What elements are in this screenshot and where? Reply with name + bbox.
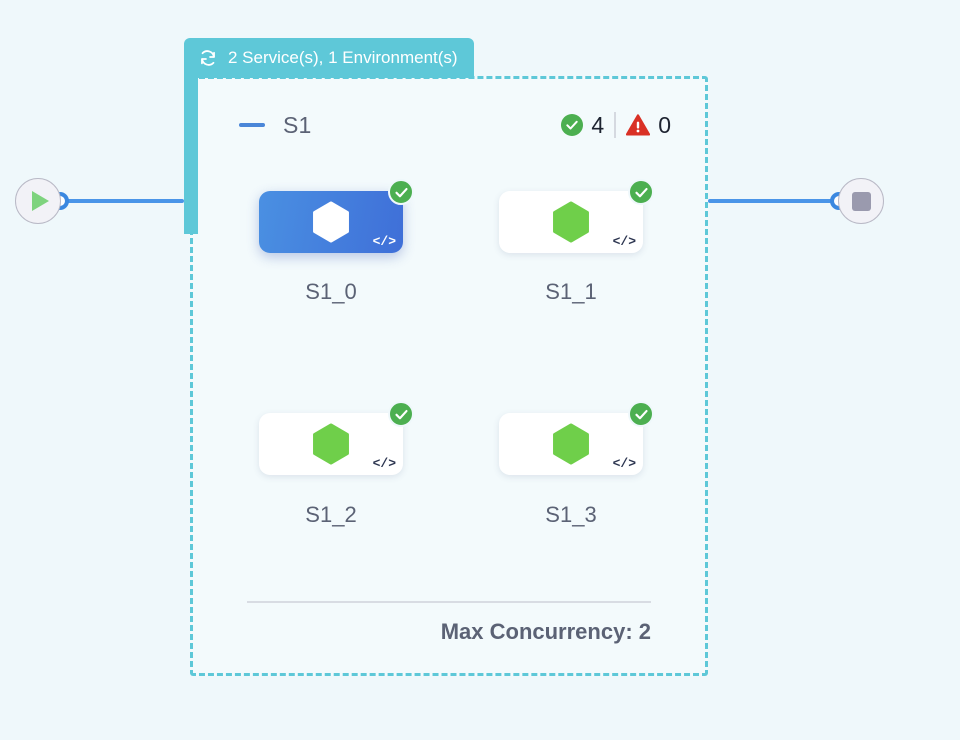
loop-icon: [201, 50, 215, 66]
hexagon-loop-icon: [313, 201, 349, 243]
service-node-card[interactable]: </>: [499, 401, 654, 475]
service-group-container[interactable]: S1 4 0: [190, 76, 708, 676]
check-circle-icon: [628, 401, 654, 427]
success-stat: 4: [561, 112, 604, 139]
group-tab-label: 2 Service(s), 1 Environment(s): [228, 48, 458, 67]
service-node-label: S1_1: [545, 279, 597, 304]
stop-icon: [851, 191, 871, 211]
check-circle-icon: [388, 179, 414, 205]
max-concurrency-label: Max Concurrency: 2: [440, 619, 651, 644]
hexagon-loop-icon: [553, 201, 589, 243]
code-icon[interactable]: </>: [612, 234, 636, 249]
code-icon[interactable]: </>: [372, 456, 396, 471]
group-header-row: S1 4 0: [239, 107, 671, 143]
warning-stat: 0: [626, 112, 671, 139]
service-node-label: S1_2: [305, 502, 357, 527]
play-icon: [32, 191, 49, 211]
hexagon-loop-icon: [553, 423, 589, 465]
group-status-summary: 4 0: [561, 112, 671, 139]
check-circle-icon: [628, 179, 654, 205]
edge-start-to-group[interactable]: [60, 199, 184, 203]
edge-group-to-end[interactable]: [708, 199, 840, 203]
code-icon[interactable]: </>: [372, 234, 396, 249]
footer-divider: [247, 601, 651, 603]
group-tab-stem: [184, 74, 198, 234]
stat-divider: [614, 112, 617, 138]
end-node[interactable]: [838, 178, 884, 224]
minus-icon[interactable]: [239, 123, 265, 127]
group-title: S1: [283, 111, 312, 138]
check-circle-icon: [388, 401, 414, 427]
service-node-label: S1_0: [305, 279, 357, 304]
hexagon-loop-icon: [313, 423, 349, 465]
service-node-label: S1_3: [545, 502, 597, 527]
service-node-card[interactable]: </>: [259, 179, 414, 253]
warning-count: 0: [658, 111, 671, 138]
check-circle-icon: [561, 114, 584, 136]
start-node[interactable]: [15, 178, 61, 224]
service-node-card[interactable]: </>: [259, 401, 414, 475]
service-node-card[interactable]: </>: [499, 179, 654, 253]
code-icon[interactable]: </>: [612, 456, 636, 471]
group-tab[interactable]: 2 Service(s), 1 Environment(s): [184, 38, 474, 78]
warning-triangle-icon: [626, 114, 651, 136]
success-count: 4: [591, 111, 605, 138]
